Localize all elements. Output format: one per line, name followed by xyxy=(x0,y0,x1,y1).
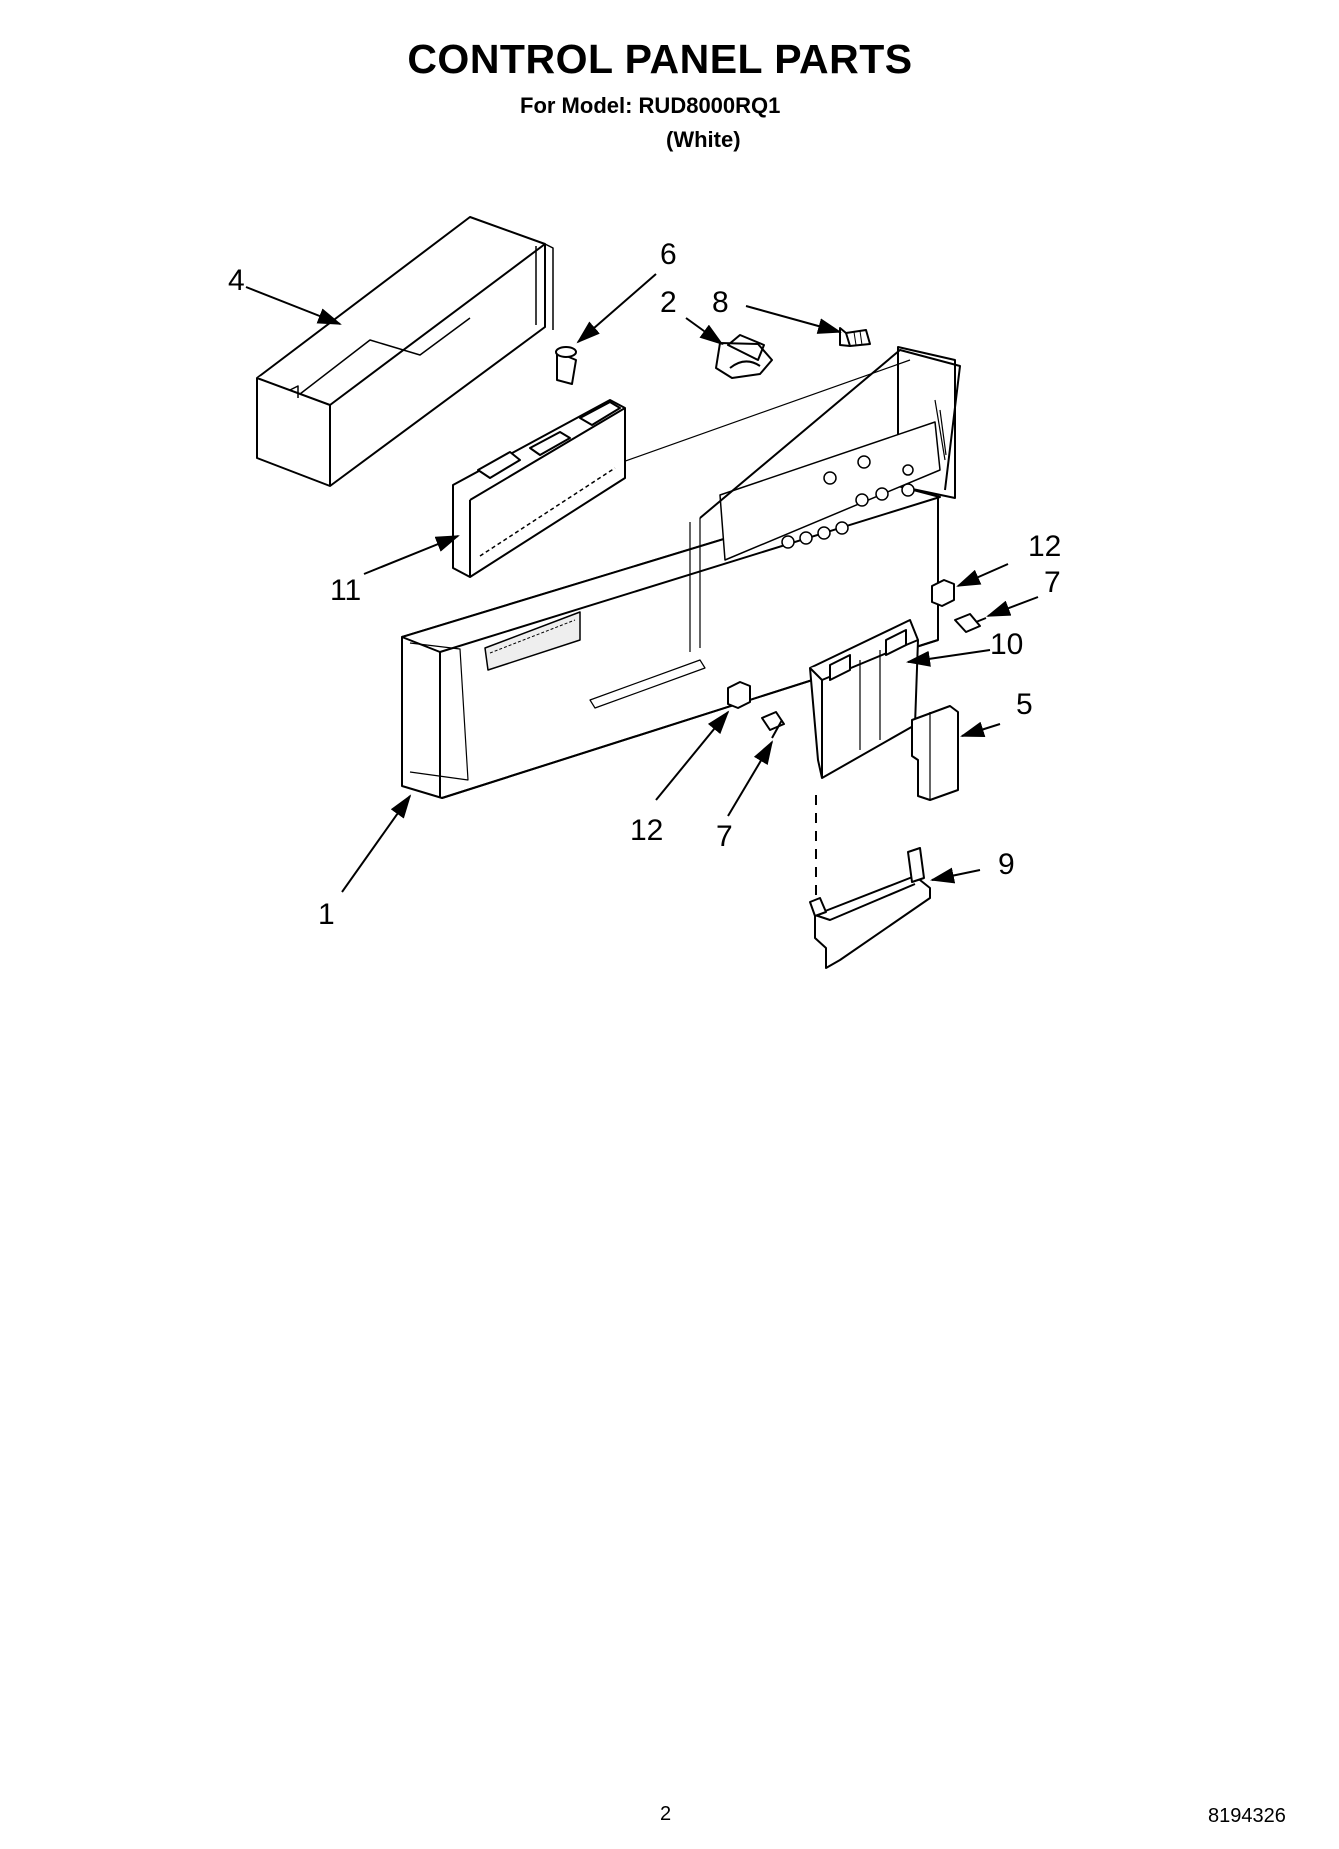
screw-part-7-upper xyxy=(954,613,987,633)
leader-arrow-4 xyxy=(245,286,342,325)
bracket-part-10 xyxy=(809,619,919,779)
callout-8: 8 xyxy=(712,286,729,319)
leader-arrow-6 xyxy=(576,273,657,344)
callout-6: 6 xyxy=(660,238,677,271)
clip-part-2 xyxy=(715,334,773,379)
insert-part-12-lower xyxy=(727,681,751,709)
callout-2: 2 xyxy=(660,286,677,319)
callout-5: 5 xyxy=(1016,688,1033,721)
callout-1: 1 xyxy=(318,898,335,931)
leader-arrow-8 xyxy=(745,305,842,334)
leader-arrow-12-lower xyxy=(655,710,730,801)
callout-4: 4 xyxy=(228,264,245,297)
insert-part-12-upper xyxy=(931,579,955,607)
leader-arrow-9 xyxy=(930,867,981,884)
color-variant: (White) xyxy=(666,127,741,152)
callout-12-lower: 12 xyxy=(630,814,663,847)
control-board-part-11 xyxy=(452,399,626,578)
callout-9: 9 xyxy=(998,848,1015,881)
leader-arrow-10 xyxy=(906,649,991,667)
console-buttons xyxy=(781,455,915,549)
callout-12-upper: 12 xyxy=(1028,530,1061,563)
knob-part-6 xyxy=(555,346,577,385)
callout-7-upper: 7 xyxy=(1044,566,1061,599)
leader-arrow-7-lower xyxy=(727,740,774,817)
leader-arrow-1 xyxy=(341,794,412,893)
callout-7-lower: 7 xyxy=(716,820,733,853)
callout-11: 11 xyxy=(330,574,361,607)
bracket-part-5 xyxy=(911,705,959,801)
model-line: For Model: RUD8000RQ1 xyxy=(520,93,781,118)
bracket-part-9 xyxy=(809,847,931,969)
callout-10: 10 xyxy=(990,628,1023,661)
console-panel-part-1 xyxy=(401,346,961,799)
leader-arrow-7-upper xyxy=(986,596,1039,617)
leader-arrow-5 xyxy=(960,721,1001,738)
leader-arrow-2 xyxy=(685,317,724,346)
leader-arrow-12-upper xyxy=(956,563,1009,587)
page-number: 2 xyxy=(660,1803,672,1825)
housing-part-4 xyxy=(256,216,554,487)
screw-part-8 xyxy=(839,327,871,347)
page-title: CONTROL PANEL PARTS xyxy=(407,36,913,82)
leader-arrow-11 xyxy=(363,535,460,575)
document-number: 8194326 xyxy=(1208,1805,1286,1827)
screw-part-7-lower xyxy=(761,711,785,739)
